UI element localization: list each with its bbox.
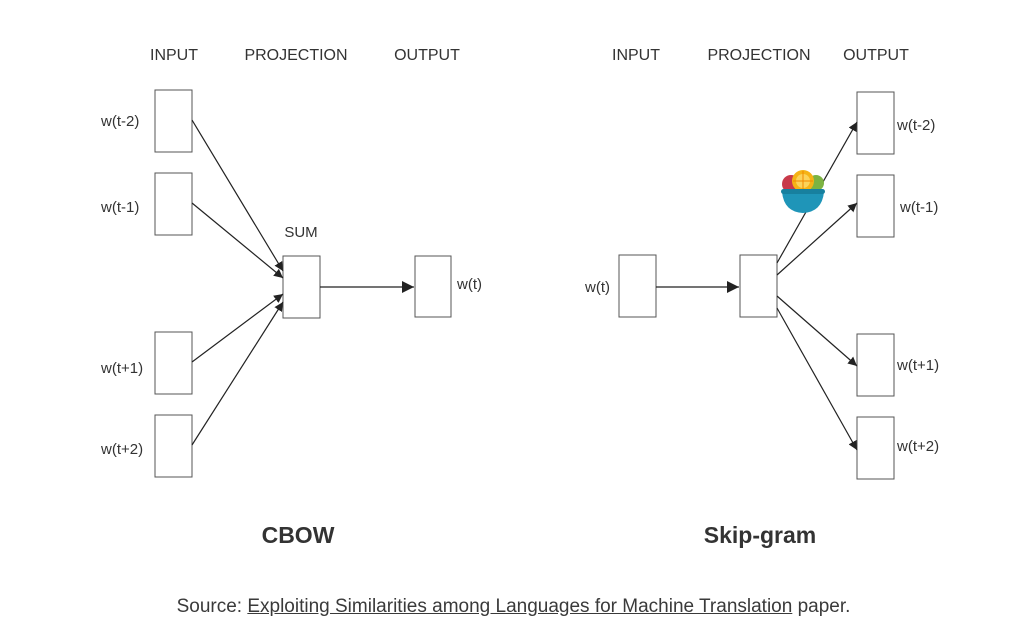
- cbow-input-node: [154, 172, 193, 236]
- cbow-input-header: INPUT: [150, 47, 198, 64]
- cbow-input-node: [154, 414, 193, 478]
- cbow-output-node: [414, 255, 452, 318]
- skipgram-output-node: [856, 416, 895, 480]
- cbow-sum-label: SUM: [284, 224, 317, 241]
- caption-prefix: Source:: [176, 596, 248, 617]
- fruit-bowl-icon: [781, 170, 825, 213]
- skipgram-input-header: INPUT: [612, 47, 660, 64]
- cbow-input-label: w(t+1): [100, 360, 143, 377]
- cbow-title: CBOW: [262, 522, 335, 548]
- skipgram-arrow: [776, 295, 858, 367]
- skipgram-projection-header: PROJECTION: [707, 47, 810, 64]
- skipgram-projection-node: [739, 254, 778, 318]
- cbow-arrow: [191, 293, 284, 363]
- cbow-input-node: [154, 89, 193, 153]
- figure-caption: Source: Exploiting Similarities among La…: [0, 596, 1027, 618]
- cbow-input-node: [154, 331, 193, 395]
- skipgram-output-label: w(t-2): [896, 117, 935, 134]
- skipgram-output-label: w(t+1): [896, 357, 939, 374]
- cbow-input-label: w(t+2): [100, 441, 143, 458]
- caption-suffix: paper.: [792, 596, 851, 617]
- skipgram-input-node: [618, 254, 657, 318]
- cbow-projection-header: PROJECTION: [244, 47, 347, 64]
- skipgram-output-node: [856, 174, 895, 238]
- skipgram-diagram: INPUT PROJECTION OUTPUT w(t) w(t-2) w(t-…: [584, 47, 939, 548]
- skipgram-output-header: OUTPUT: [843, 47, 909, 64]
- cbow-arrow: [191, 301, 284, 446]
- cbow-arrow: [191, 202, 284, 279]
- skipgram-arrow: [776, 202, 858, 276]
- skipgram-output-label: w(t-1): [899, 199, 938, 216]
- cbow-input-label: w(t-1): [100, 199, 139, 216]
- cbow-output-header: OUTPUT: [394, 47, 460, 64]
- cbow-diagram: INPUT PROJECTION OUTPUT w(t-2) w(t-1) w(…: [100, 47, 482, 548]
- cbow-arrow: [191, 119, 284, 272]
- cbow-output-label: w(t): [456, 276, 482, 293]
- skipgram-output-label: w(t+2): [896, 438, 939, 455]
- skipgram-arrow: [776, 307, 858, 451]
- cbow-input-label: w(t-2): [100, 113, 139, 130]
- source-paper-link[interactable]: Exploiting Similarities among Languages …: [247, 596, 793, 617]
- skipgram-output-node: [856, 333, 895, 397]
- skipgram-input-label: w(t): [584, 279, 610, 296]
- skipgram-title: Skip-gram: [704, 522, 816, 548]
- skipgram-output-node: [856, 91, 895, 155]
- cbow-projection-node: [282, 255, 321, 319]
